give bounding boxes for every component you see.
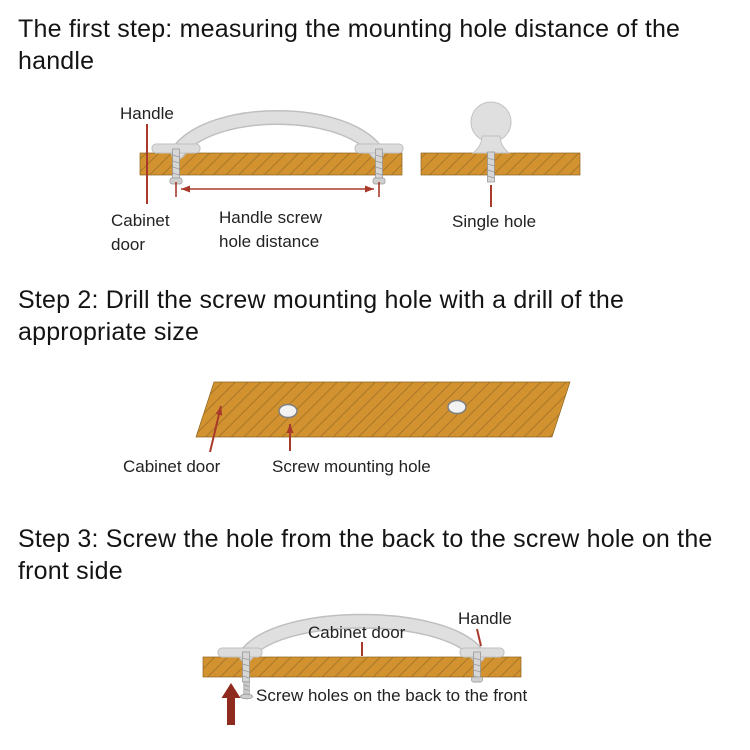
step2-cabinet-door-label: Cabinet door [123, 457, 221, 476]
step1-handle-label: Handle [120, 104, 174, 123]
pointer-line-handle [476, 628, 482, 647]
screw [487, 151, 495, 183]
screw-mounting-hole [447, 399, 467, 415]
screw [375, 148, 383, 180]
step3-cabinet-door-label: Cabinet door [308, 623, 406, 642]
screw-nut [471, 676, 483, 683]
screw [242, 651, 250, 683]
handle-arch [151, 110, 404, 160]
step1-diagram [139, 101, 581, 207]
step1-screw-distance-label: Handle screw hole distance [219, 208, 322, 251]
screw [172, 148, 180, 180]
single-hole-knob [470, 101, 512, 154]
cabinet-door-plank [202, 656, 522, 678]
step1-title: The first step: measuring the mounting h… [18, 15, 681, 75]
bold-up-arrow [221, 683, 241, 725]
pointer-line-cabinet-door [209, 405, 223, 453]
step2-diagram [195, 381, 571, 453]
distance-dimension-arrow [175, 182, 380, 197]
screw-mounting-hole [278, 403, 298, 419]
step3-title: Step 3: Screw the hole from the back to … [18, 525, 713, 585]
handle-arch [217, 613, 505, 663]
step1-cabinet-door-label: Cabinet door [111, 211, 170, 254]
step3-screw-note-label: Screw holes on the back to the front [256, 686, 528, 705]
step2-title: Step 2: Drill the screw mounting hole wi… [18, 286, 625, 346]
cabinet-door-plank [195, 381, 571, 438]
cabinet-door-plank [139, 152, 403, 176]
step2-screw-hole-label: Screw mounting hole [272, 457, 431, 476]
back-screw [240, 681, 253, 700]
step1-single-hole-label: Single hole [452, 212, 537, 231]
step3-diagram [202, 613, 522, 725]
step3-handle-label: Handle [458, 609, 512, 628]
cabinet-door-plank [420, 152, 581, 176]
